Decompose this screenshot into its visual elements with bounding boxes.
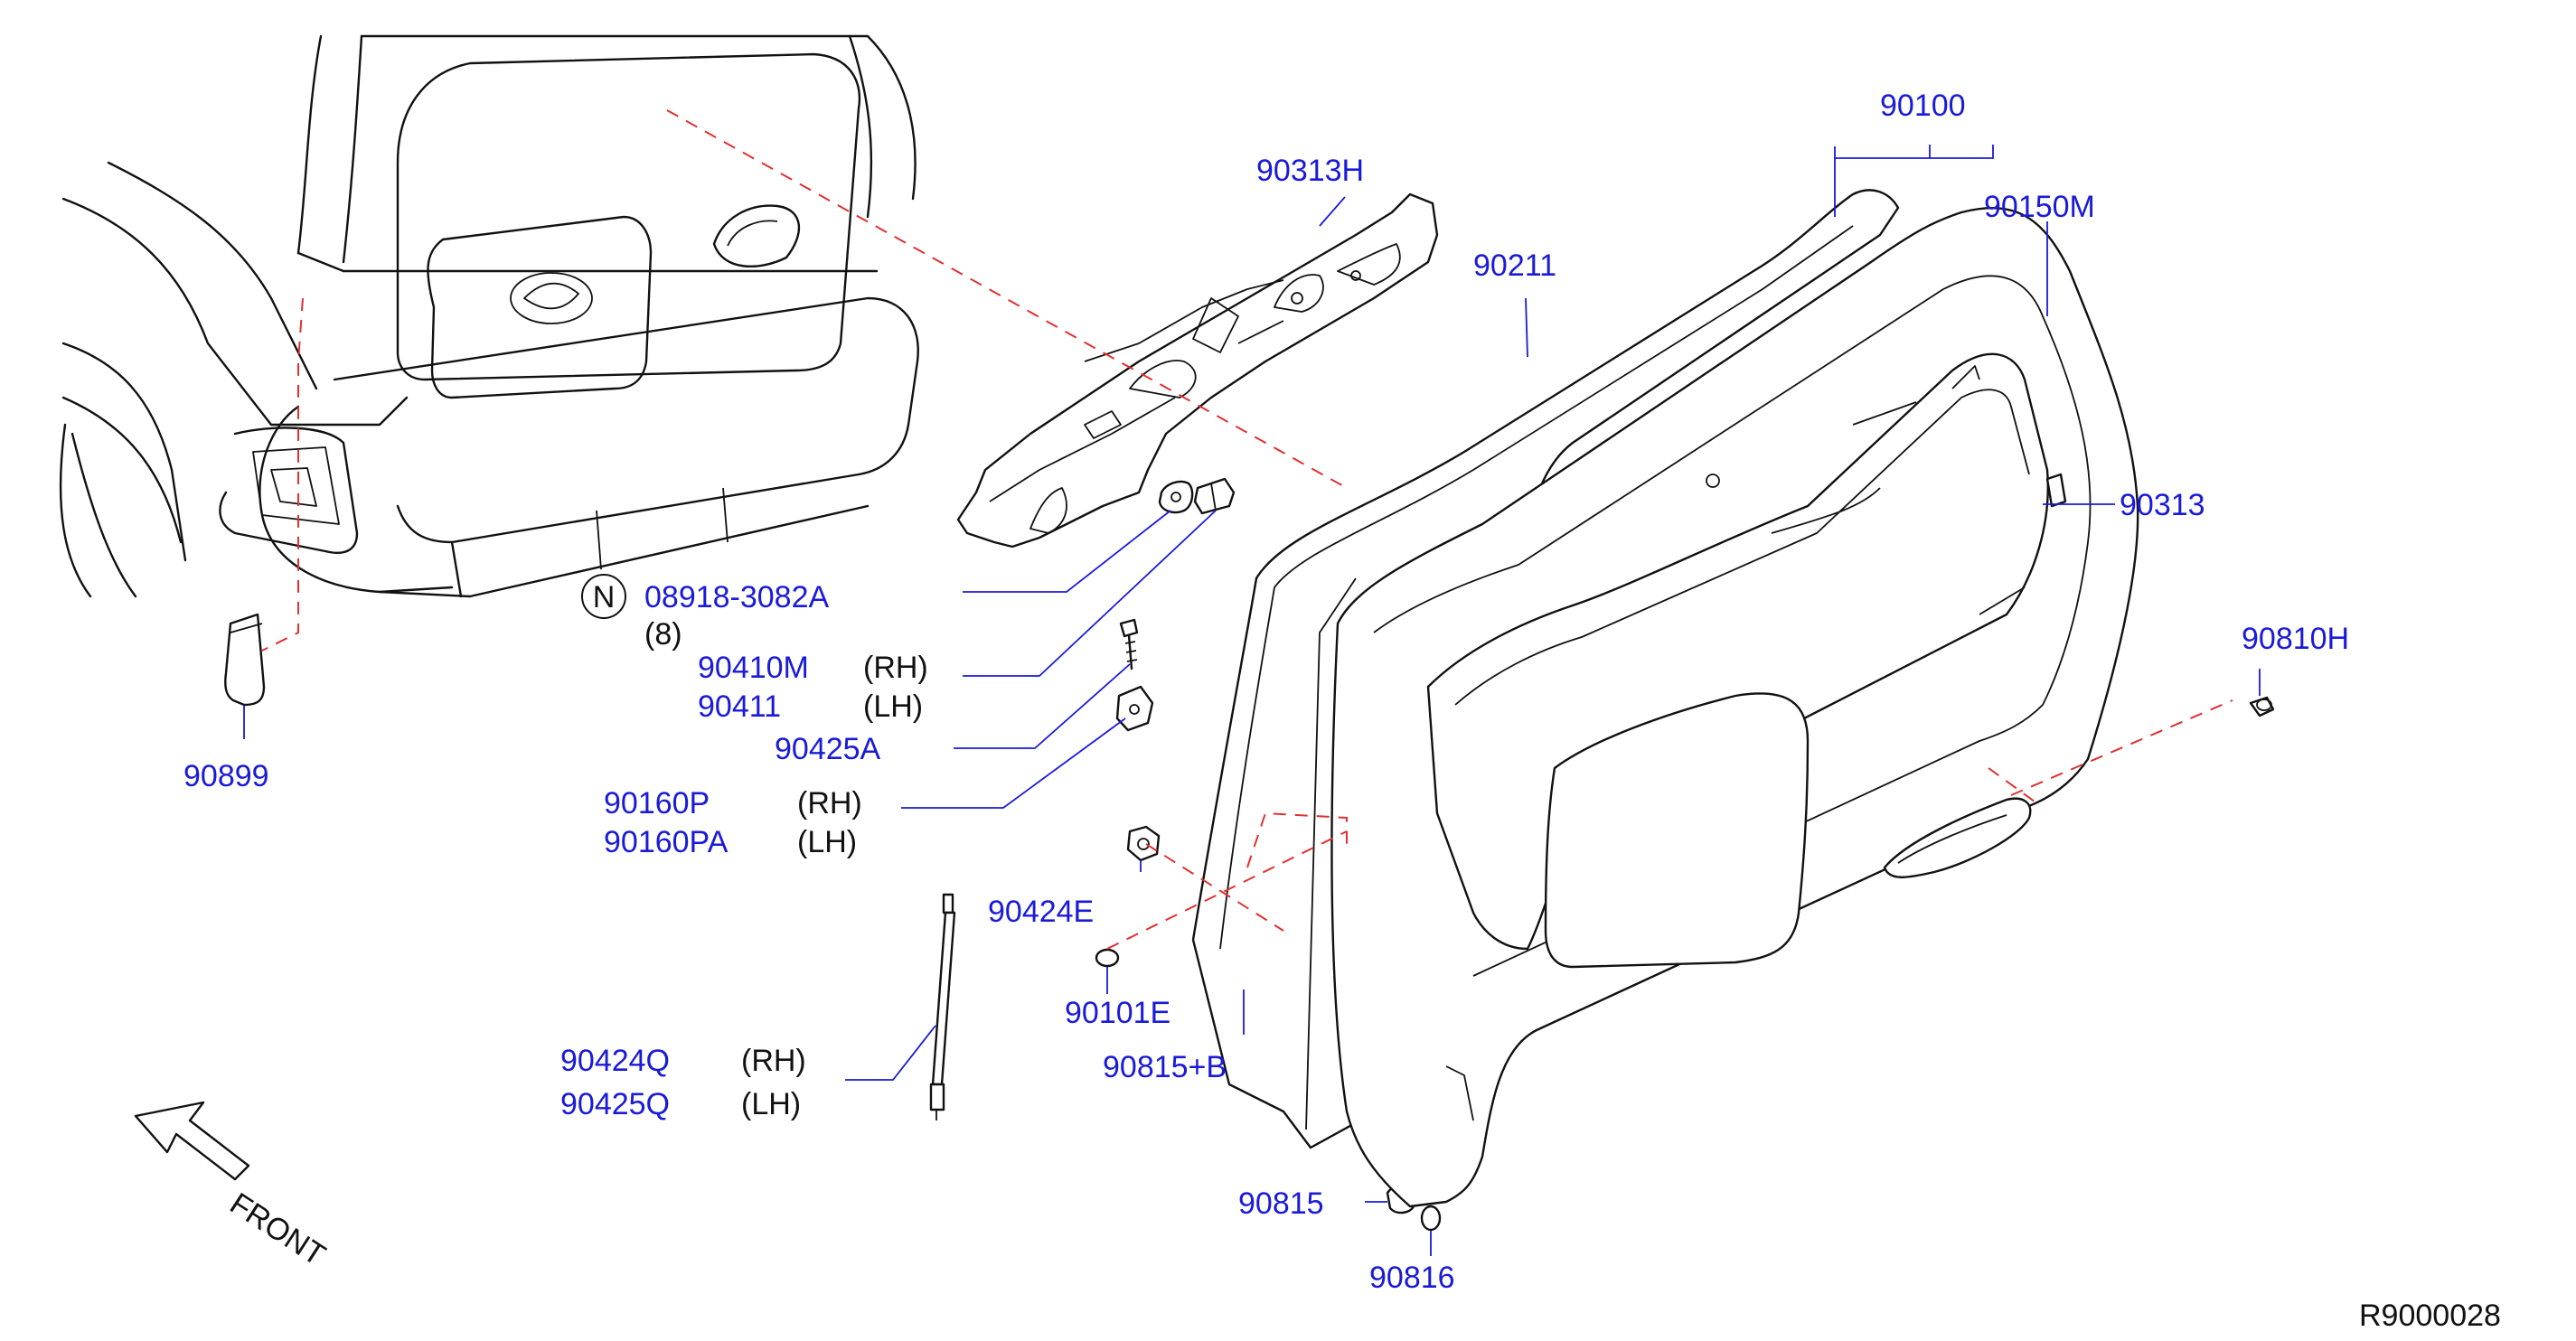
vehicle-rear-body (59, 34, 919, 598)
label-90100: 90100 (1880, 89, 1966, 123)
label-90160p-rh: (RH) (797, 786, 862, 821)
label-90410m: 90410M (698, 651, 809, 685)
hinge-bracket-part (1115, 685, 1154, 732)
label-90411-lh: (LH) (863, 689, 923, 724)
hinge-bolt-part (1119, 618, 1139, 670)
label-90815b: 90815+B (1103, 1050, 1227, 1084)
label-90101e: 90101E (1065, 996, 1170, 1030)
diagram-id: R9000028 (2359, 1299, 2501, 1333)
front-label: FRONT (224, 1186, 332, 1273)
label-08918-3082a: 08918-3082A (644, 580, 830, 614)
label-90425q: 90425Q (560, 1087, 670, 1121)
label-90160pa-lh: (LH) (797, 825, 857, 859)
label-90815: 90815 (1238, 1186, 1324, 1221)
label-90160pa: 90160PA (604, 825, 729, 859)
label-90816: 90816 (1369, 1261, 1455, 1295)
note-symbol-circle (581, 574, 626, 619)
note-symbol: N (593, 580, 616, 614)
label-08918-qty: (8) (644, 617, 682, 652)
label-90160p: 90160P (604, 786, 710, 821)
hinge-nut-part (1158, 480, 1194, 514)
hinge-part (1193, 477, 1236, 515)
grommet-90101e-part (1095, 948, 1120, 968)
front-direction-arrow (134, 1101, 250, 1181)
label-90810h: 90810H (2242, 622, 2349, 656)
clip-90810h-part (2249, 696, 2275, 717)
label-90424q-rh: (RH) (741, 1044, 806, 1078)
label-90313: 90313 (2120, 488, 2205, 522)
label-90150m: 90150M (1984, 190, 2095, 224)
label-90211: 90211 (1473, 249, 1556, 283)
label-90425a: 90425A (775, 732, 881, 766)
leader-lines (243, 145, 2261, 1256)
back-door-trim-panel-part (1330, 207, 2139, 1208)
gas-stay-strut-part (929, 893, 956, 1121)
stopper-nut-part (1126, 825, 1161, 862)
reference-lines (261, 109, 2233, 950)
back-door-inner-panel-part (956, 192, 1439, 549)
label-90899: 90899 (183, 759, 269, 793)
mud-flap-part (224, 613, 266, 707)
label-90410m-rh: (RH) (863, 651, 928, 685)
label-90425q-lh: (LH) (741, 1087, 801, 1121)
grommet-90816-part (1420, 1205, 1442, 1232)
label-90313h: 90313H (1256, 154, 1364, 188)
label-90424e: 90424E (988, 895, 1094, 929)
label-90411: 90411 (698, 689, 781, 724)
label-90424q: 90424Q (560, 1044, 670, 1078)
